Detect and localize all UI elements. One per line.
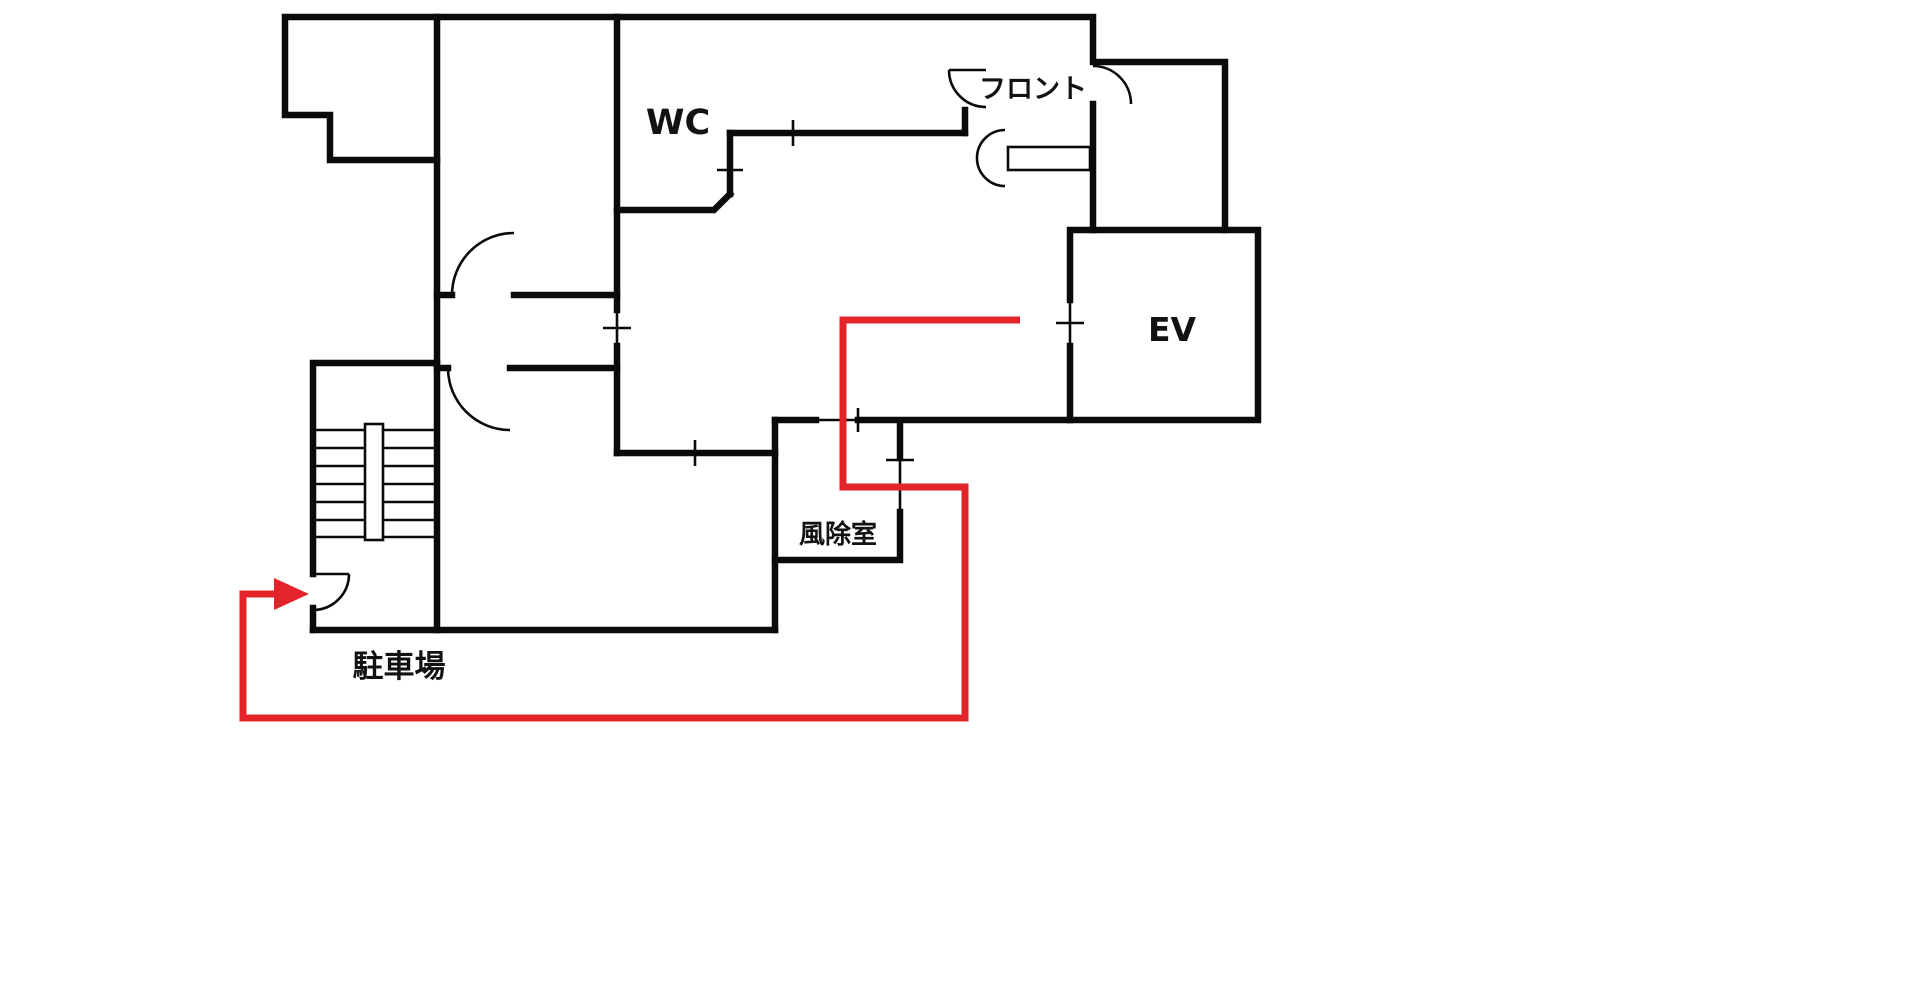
wall-outline-top <box>281 13 1229 234</box>
route-group <box>239 316 1020 722</box>
wc-label: WC <box>646 103 710 143</box>
wall-wc-bottom <box>613 189 735 214</box>
door-swing-corridor-lower <box>446 367 511 432</box>
door-swing-front-desk <box>947 69 987 109</box>
front-desk-label: フロント <box>979 74 1087 105</box>
route-path <box>239 316 1020 722</box>
reception-counter <box>1006 145 1092 172</box>
wall-elevator <box>1066 226 1262 424</box>
elevator-label: EV <box>1148 310 1197 349</box>
door-swing-entrance <box>312 573 351 612</box>
door-swing-right-wing <box>1092 64 1133 105</box>
vestibule-label: 風除室 <box>799 519 877 550</box>
symbols-group <box>312 64 1133 612</box>
labels-group: WC フロント EV 風除室 駐車場 <box>353 74 1197 685</box>
stair-handrail <box>363 422 385 542</box>
wall-stair-block <box>309 359 441 634</box>
parking-label: 駐車場 <box>353 649 446 685</box>
route-arrowhead-icon <box>274 578 309 610</box>
wall-vestibule <box>771 416 1074 564</box>
counter-gate-halfround <box>975 128 1006 188</box>
door-swing-corridor-upper <box>450 231 515 296</box>
